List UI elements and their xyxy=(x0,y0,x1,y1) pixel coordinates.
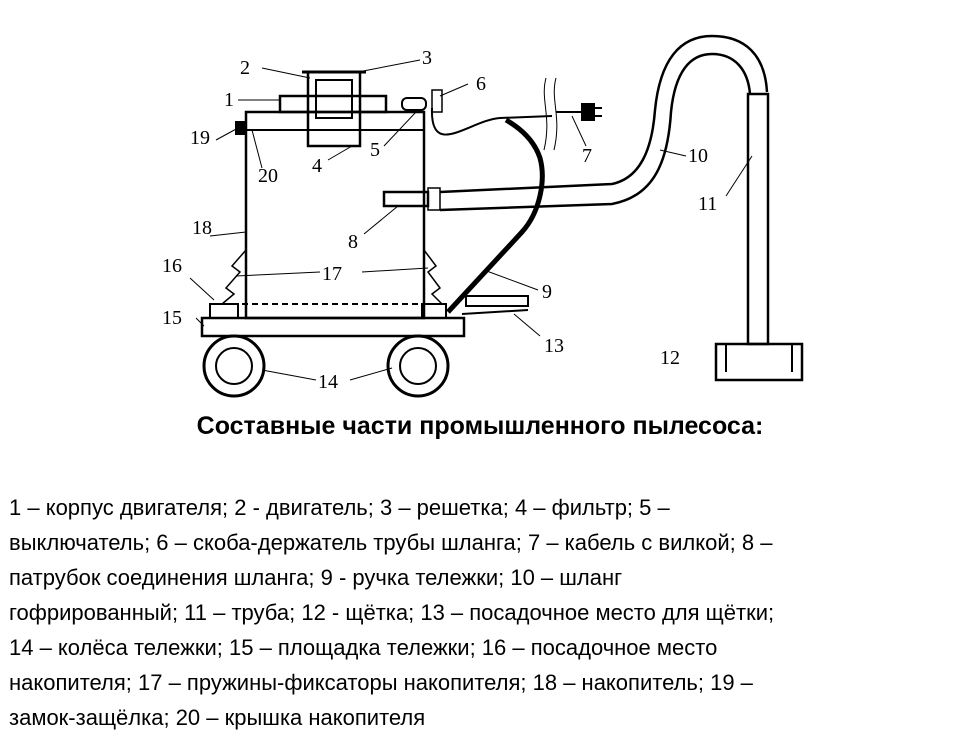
hose-connector-ring xyxy=(427,187,441,211)
switch xyxy=(401,97,427,111)
wheel-left-hub xyxy=(215,347,253,385)
callout-5: 5 xyxy=(370,139,380,161)
callout-7: 7 xyxy=(582,145,592,167)
callout-6: 6 xyxy=(476,73,486,95)
callout-17: 17 xyxy=(322,263,342,285)
callout-18: 18 xyxy=(192,217,212,239)
callout-15: 15 xyxy=(162,307,182,329)
cable-break-2 xyxy=(553,77,558,151)
legend-line: 1 – корпус двигателя; 2 - двигатель; 3 –… xyxy=(9,495,670,520)
callout-2: 2 xyxy=(240,57,250,79)
callout-9: 9 xyxy=(542,281,552,303)
wheel-right xyxy=(386,334,450,398)
legend-line: выключатель; 6 – скоба-держатель трубы ш… xyxy=(9,530,773,555)
callout-1: 1 xyxy=(224,89,234,111)
container-seat-right xyxy=(421,303,447,319)
callout-8: 8 xyxy=(348,231,358,253)
cable-break-1 xyxy=(543,77,548,151)
hose-inner xyxy=(439,52,752,212)
callout-3: 3 xyxy=(422,47,432,69)
tube xyxy=(746,92,770,346)
callout-11: 11 xyxy=(698,193,717,215)
cart-platform xyxy=(200,316,466,338)
hose-outer xyxy=(439,34,769,194)
legend-line: накопителя; 17 – пружины-фиксаторы накоп… xyxy=(9,670,753,695)
motor-housing xyxy=(278,94,388,114)
plug xyxy=(581,103,595,121)
spring-left xyxy=(221,249,247,305)
callout-19: 19 xyxy=(190,127,210,149)
wheel-left xyxy=(202,334,266,398)
brush xyxy=(714,342,804,382)
motor-inner xyxy=(315,79,353,119)
parts-legend: 1 – корпус двигателя; 2 - двигатель; 3 –… xyxy=(9,490,949,735)
callout-12: 12 xyxy=(660,347,680,369)
container-seat-left xyxy=(209,303,239,319)
wheel-right-hub xyxy=(399,347,437,385)
callout-20: 20 xyxy=(258,165,278,187)
brush-seat-bracket xyxy=(461,309,529,315)
legend-line: патрубок соединения шланга; 9 - ручка те… xyxy=(9,565,623,590)
legend-line: гофрированный; 11 – труба; 12 - щётка; 1… xyxy=(9,600,775,625)
callout-13: 13 xyxy=(544,335,564,357)
legend-line: замок-защёлка; 20 – крышка накопителя xyxy=(9,705,426,730)
latch xyxy=(235,121,247,135)
power-cable xyxy=(430,107,553,136)
spring-right xyxy=(423,249,443,305)
cart-handle xyxy=(446,117,545,314)
callout-4: 4 xyxy=(312,155,322,177)
figure-caption: Составные части промышленного пылесоса: xyxy=(196,412,764,440)
container-body xyxy=(244,110,426,320)
hose-connector xyxy=(382,190,430,208)
vacuum-cleaner-diagram: 2 3 1 6 19 5 4 20 7 10 11 18 8 16 17 9 1… xyxy=(162,34,804,398)
legend-line: 14 – колёса тележки; 15 – площадка тележ… xyxy=(9,635,718,660)
callout-10: 10 xyxy=(688,145,708,167)
callout-16: 16 xyxy=(162,255,182,277)
brush-seat xyxy=(465,295,529,307)
callout-14: 14 xyxy=(318,371,338,393)
pipe-bracket xyxy=(431,89,443,113)
